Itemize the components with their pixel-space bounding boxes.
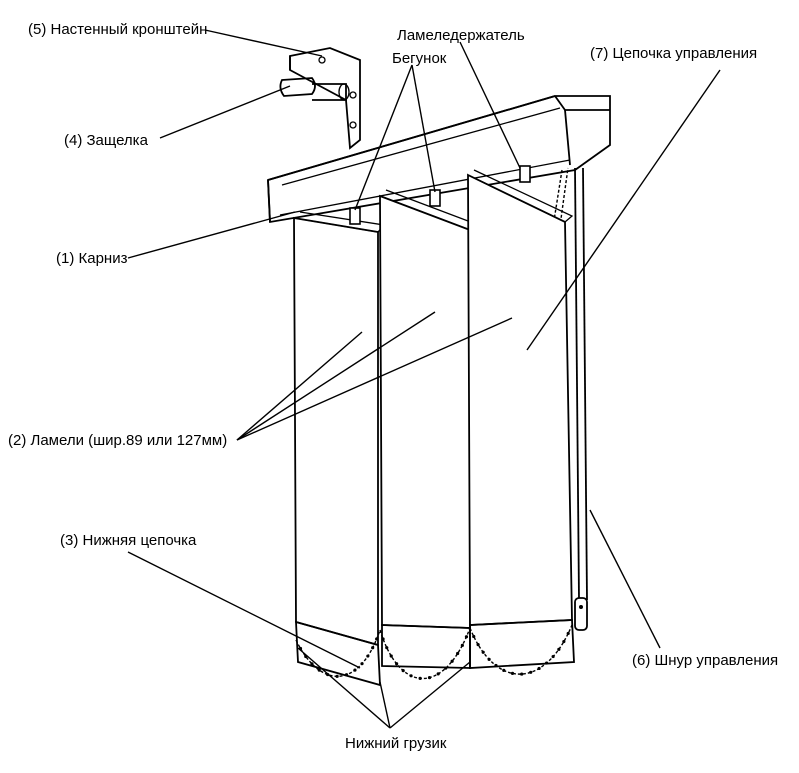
chain-bead [481,650,485,654]
chain-bead [460,643,464,647]
label-bottom-weight: Нижний грузик [345,735,447,752]
chain-bead [476,642,480,647]
chain-bead [444,666,448,670]
chain-bead [409,674,413,678]
chain-bead [418,676,422,680]
chain-bead [566,631,570,636]
chain-bead [353,668,357,672]
chain-bead [310,662,314,666]
label-control-cord: (6) Шнур управления [632,652,778,669]
chain-bead [557,647,561,651]
label-runner: Бегунок [392,50,447,67]
slat-1 [293,216,379,647]
chain-bead [427,676,432,680]
chain-bead [371,646,375,650]
chain-bead [381,637,385,641]
chain-bead [529,670,533,674]
runner-3 [519,165,531,183]
chain-bead [520,672,524,676]
runner-2 [429,189,441,207]
label-slat-holder: Ламеледержатель [397,27,525,44]
label-control-chain: (7) Цепочка управления [590,45,757,62]
chain-bead [395,662,399,666]
control-cord-drawing [574,167,588,631]
chain-bead [537,666,541,671]
chain-bead [551,654,555,659]
chain-bead [502,668,506,672]
chain-bead [450,659,454,663]
chain-bead [401,669,405,673]
chain-bead [510,671,515,675]
chain-bead [472,634,476,639]
chain-bead [344,673,349,677]
leader-lines [127,29,721,729]
chain-bead [375,637,379,641]
wall-bracket-drawing [289,47,361,150]
chain-bead [366,654,370,658]
slat-2 [379,194,471,629]
runner-1 [349,207,361,225]
chain-bead [389,654,393,658]
chain-bead [494,663,498,668]
chain-bead [487,657,491,661]
label-cornice: (1) Карниз [56,250,128,267]
label-wall-bracket: (5) Настенный кронштейн [28,21,207,38]
chain-bead [317,668,321,672]
bottom-chain-drawing [295,624,573,680]
label-latch: (4) Защелка [64,132,149,149]
label-slats: (2) Ламели (шир.89 или 127мм) [8,432,227,449]
label-bottom-chain: (3) Нижняя цепочка [60,532,197,549]
chain-bead [385,646,389,650]
slat-3 [467,173,573,626]
slats-drawing [293,169,575,687]
latch-drawing [279,77,350,101]
chain-bead [436,672,440,676]
chain-bead [562,639,566,644]
chain-bead [456,651,460,656]
chain-bead [464,635,469,639]
chain-bead [335,674,339,678]
chain-bead [544,661,549,665]
chain-bead [360,662,364,666]
